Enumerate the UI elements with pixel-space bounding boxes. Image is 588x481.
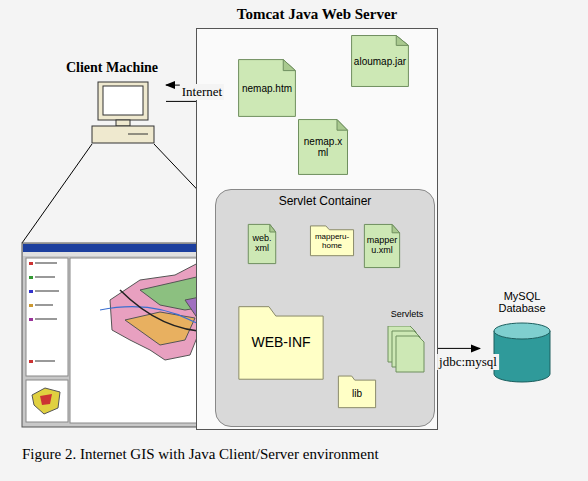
layer-icon (29, 262, 33, 265)
node-label: Tomcat Java Web Server (237, 6, 397, 23)
node-label: web. xml (250, 234, 274, 254)
folded-corner (337, 120, 348, 131)
label-holder: nemap.xml (298, 119, 348, 175)
folder-icon: WEB-INF (238, 302, 324, 380)
document-icon: nemap.htm (238, 59, 296, 117)
node-label: nemap.htm (242, 83, 292, 94)
cylinder-shape (492, 322, 552, 384)
label-holder: mapperu.xml (364, 224, 400, 268)
inset-region (40, 394, 52, 405)
folded-corner (270, 224, 276, 232)
figure-caption: Figure 2. Internet GIS with Java Client/… (22, 446, 379, 463)
client-machine: Client Machine (58, 60, 166, 152)
node-label: nemap.xml (300, 136, 346, 158)
node-label: Client Machine (58, 60, 166, 75)
label-holder: lib (338, 374, 376, 408)
layer-icon (29, 318, 33, 321)
layer-item (35, 304, 53, 306)
layer-icon (29, 360, 33, 363)
computer-icon (58, 80, 166, 150)
node-label: MySQL Database (480, 290, 564, 314)
folder-icon: lib (338, 374, 376, 408)
layer-panel (26, 258, 68, 376)
label-holder: mapperu-home (310, 224, 354, 256)
label-holder: nemap.htm (238, 59, 296, 117)
drive-slot (128, 134, 148, 135)
document-outline (248, 224, 275, 263)
node-label: aloumap.jar (354, 56, 406, 67)
servlet-documents (386, 326, 428, 374)
folder-outline (338, 376, 375, 408)
layer-item (35, 262, 57, 264)
document-icon: web. xml (248, 224, 276, 264)
monitor-case (98, 82, 148, 120)
layer-icon (29, 304, 33, 307)
layer-item (35, 360, 55, 362)
document-outline (352, 36, 409, 87)
document-outline (239, 60, 296, 117)
node-label: lib (352, 388, 362, 399)
folder-outline (239, 307, 323, 380)
cylinder-top (494, 323, 550, 339)
connector-label: Internet (180, 84, 224, 100)
layer-item (35, 318, 57, 320)
inset-map (26, 380, 68, 422)
folder-outline (310, 226, 353, 256)
folder-icon: mapperu-home (310, 224, 354, 256)
database-cylinder: MySQL Database (480, 290, 564, 386)
document-outline (299, 120, 348, 175)
document-icon: nemap.xml (298, 119, 348, 175)
zoom-line (22, 144, 92, 243)
node-label: Servlets (386, 310, 428, 320)
node-label: mapperu-home (312, 233, 352, 251)
node-label: mapperu.xml (366, 236, 398, 256)
document-icon: mapperu.xml (364, 224, 400, 268)
label-holder: web. xml (248, 224, 276, 264)
layer-item (35, 276, 55, 278)
label-holder: aloumap.jar (351, 35, 409, 87)
connector-label: jdbc:mysql (437, 354, 499, 370)
monitor-screen (103, 86, 143, 115)
server-box: Tomcat Java Web Servernemap.htmaloumap.j… (196, 28, 438, 430)
document-icon: aloumap.jar (351, 35, 409, 87)
layer-item (35, 290, 59, 292)
computer-base (92, 126, 154, 143)
layer-icon (29, 276, 33, 279)
label-holder: WEB-INF (238, 302, 324, 380)
container-box: Servlet Container web. xml mapperu-home map… (215, 189, 435, 427)
document-outline (396, 336, 424, 372)
servlet-stack: Servlets (386, 310, 428, 374)
monitor-neck (116, 120, 130, 126)
folded-corner (396, 36, 408, 46)
layer-icon (29, 290, 33, 293)
folded-corner (392, 224, 400, 232)
document-outline (364, 224, 399, 267)
folded-corner (283, 60, 295, 71)
node-label: WEB-INF (251, 335, 310, 350)
node-label: Servlet Container (216, 190, 434, 208)
inset-region (32, 388, 60, 414)
layer-items (29, 262, 59, 363)
